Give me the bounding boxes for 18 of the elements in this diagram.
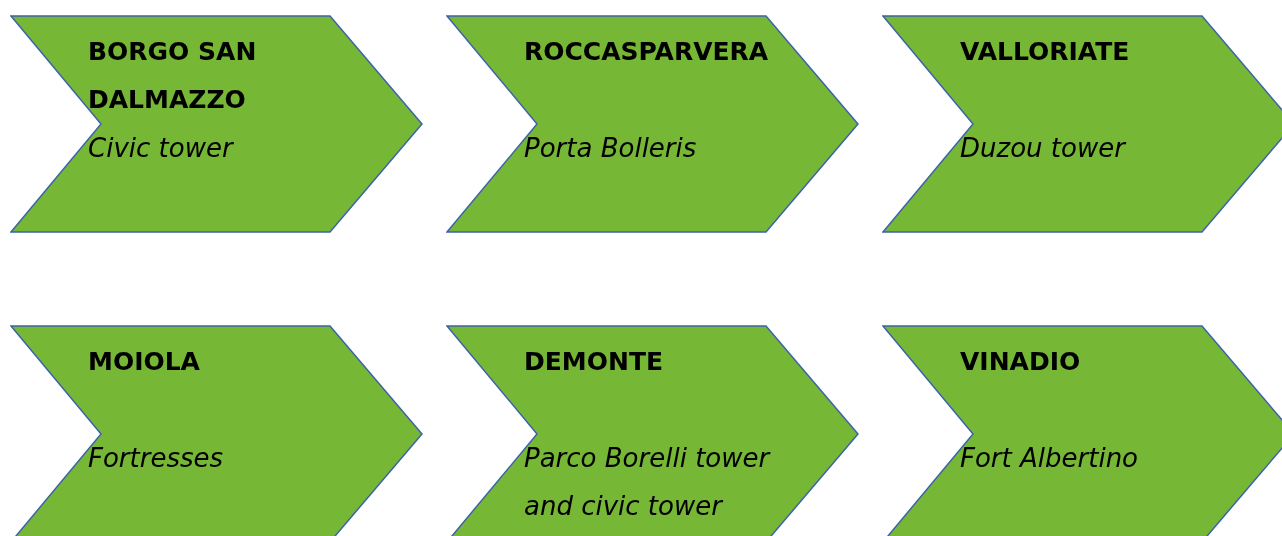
chevron-shape (10, 325, 424, 536)
chevron-shape (882, 325, 1282, 536)
place-name: VALLORIATE (960, 36, 1131, 68)
landmark-name: Fort Albertino (960, 442, 1139, 475)
landmark-name: Fortresses (88, 442, 225, 475)
landmark-name: Civic tower (88, 132, 235, 165)
chevron-shape (446, 15, 860, 234)
chevron-shape (10, 15, 424, 234)
place-name: DEMONTE (524, 346, 664, 378)
place-name: VINADIO (960, 346, 1082, 378)
landmark-name: Duzou tower (960, 132, 1128, 165)
chevron-shape (882, 15, 1282, 234)
landmark-name: Porta Bolleris (524, 132, 698, 165)
place-name: BORGO SAN DALMAZZO (88, 36, 258, 116)
place-name: MOIOLA (88, 346, 201, 378)
place-name: ROCCASPARVERA (524, 36, 770, 68)
landmark-name: Parco Borelli tower and civic tower (524, 442, 772, 523)
chevron-shape (446, 325, 860, 536)
